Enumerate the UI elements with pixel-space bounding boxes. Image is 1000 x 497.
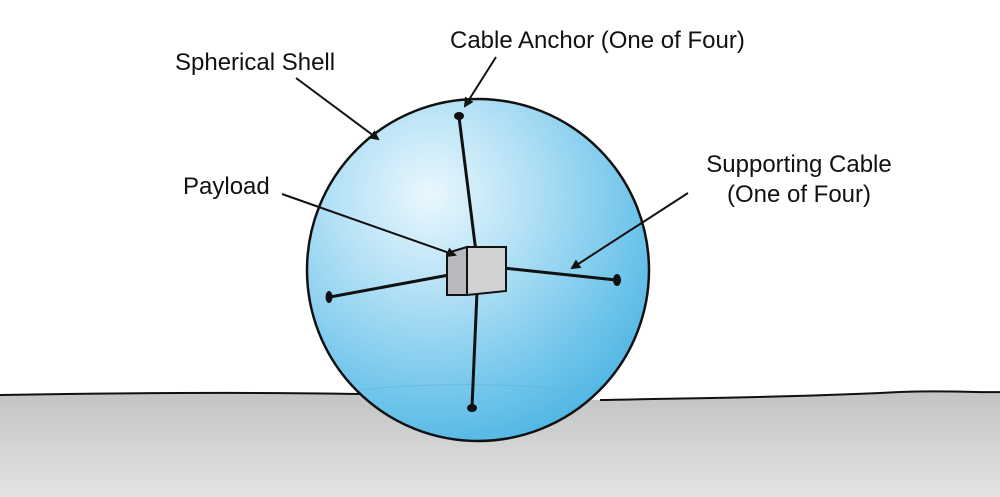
supporting-cable-bottom bbox=[470, 291, 479, 408]
cable-anchor-left bbox=[325, 291, 333, 303]
supporting-cable-right bbox=[502, 266, 617, 282]
supporting-cable-label-line2: (One of Four) bbox=[726, 181, 872, 208]
cable-leader-arrow bbox=[570, 192, 689, 270]
payload-leader-arrow bbox=[281, 193, 457, 258]
supporting-cable-top bbox=[457, 116, 478, 253]
shell-contact-shading bbox=[359, 384, 581, 393]
spherical-shell-label: Spherical Shell bbox=[175, 49, 336, 76]
ground-line bbox=[0, 390, 1000, 401]
cable-anchor-bottom bbox=[467, 404, 477, 412]
payload-label: Payload bbox=[183, 173, 270, 200]
ground-surface bbox=[0, 391, 1000, 497]
supporting-cable-left bbox=[329, 273, 450, 299]
payload-cube bbox=[446, 245, 507, 297]
anchor-leader-arrow bbox=[463, 56, 497, 108]
cable-anchor-right bbox=[613, 274, 621, 286]
cable-anchor-top bbox=[454, 112, 464, 120]
cable-anchor-label: Cable Anchor (One of Four) bbox=[450, 27, 745, 54]
shell-leader-arrow bbox=[295, 77, 380, 141]
supporting-cable-label-line1: Supporting Cable bbox=[706, 151, 892, 178]
supporting-cable-label: Supporting Cable (One of Four) bbox=[686, 150, 912, 210]
